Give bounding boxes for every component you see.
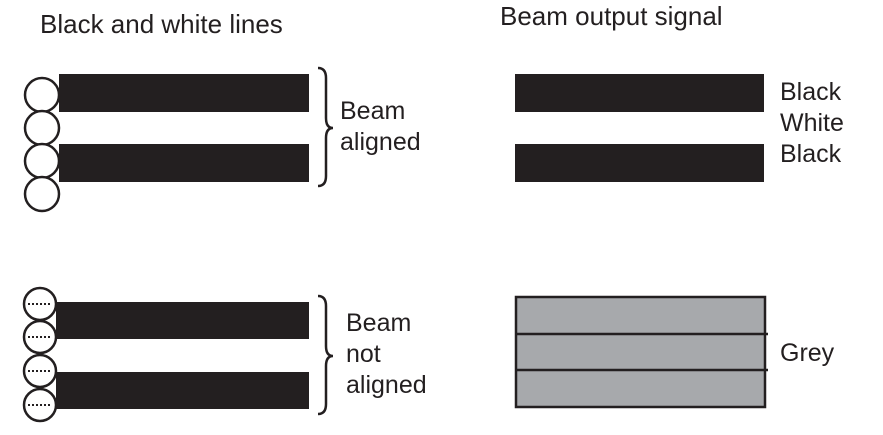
misaligned-caption-aligned: aligned xyxy=(346,371,427,399)
grey-signal-box xyxy=(514,295,767,409)
right-column-header: Beam output signal xyxy=(500,1,723,31)
black-line-bar xyxy=(59,74,309,112)
misaligned-caption-not: not xyxy=(346,340,381,368)
beam-spot-circle xyxy=(23,76,61,114)
misaligned-beam-group: Beam not aligned xyxy=(22,286,427,423)
black-line-bar xyxy=(56,302,309,339)
left-column-header: Black and white lines xyxy=(40,9,283,39)
aligned-caption-beam: Beam xyxy=(340,97,405,125)
curly-brace xyxy=(317,66,334,188)
beam-spot-circle xyxy=(23,175,61,213)
beam-spot-circle xyxy=(23,109,61,147)
aligned-caption-aligned: aligned xyxy=(340,128,421,156)
signal-label-black-top: Black xyxy=(780,78,842,106)
aligned-signal-group: Black White Black xyxy=(515,74,844,182)
aligned-beam-group: Beam aligned xyxy=(23,66,421,213)
misaligned-caption-beam: Beam xyxy=(346,309,411,337)
signal-label-grey: Grey xyxy=(780,339,835,367)
grey-signal-group: Grey xyxy=(514,295,835,409)
beam-spot-circle xyxy=(23,142,61,180)
black-line-bar xyxy=(56,372,309,409)
signal-label-white: White xyxy=(780,109,844,137)
black-signal-bar xyxy=(515,144,764,182)
signal-label-black-bottom: Black xyxy=(780,140,842,168)
black-line-bar xyxy=(59,144,309,182)
curly-brace xyxy=(317,294,334,416)
black-signal-bar xyxy=(515,74,764,112)
